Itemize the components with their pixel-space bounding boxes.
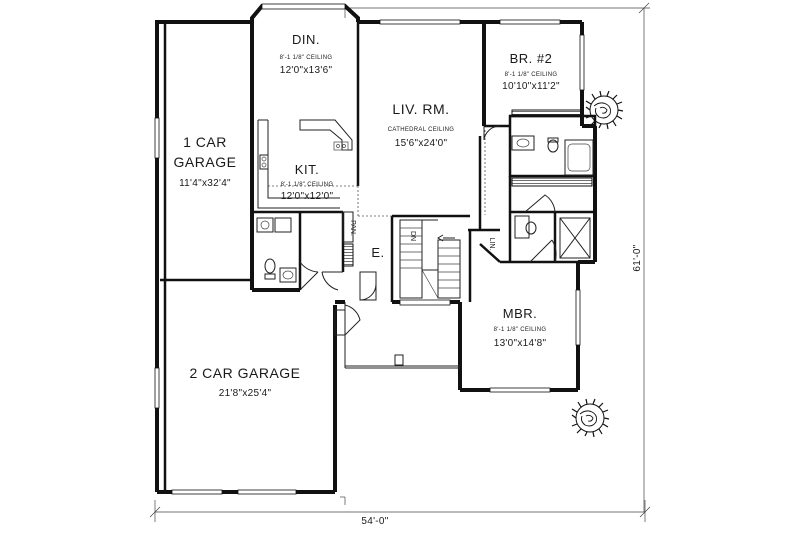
garage2-label: 2 CAR GARAGE [189,365,300,381]
bedroom2-label: BR. #2 [510,51,553,66]
master-bedroom-label: MBR. [503,306,538,321]
tree-icon-1 [585,90,624,130]
living-size: 15'6"x24'0" [395,138,448,149]
tree-icon-2 [571,398,610,438]
interior-walls [252,22,597,302]
master-bedroom-ceiling: 8'-1 1/8" CEILING [494,327,547,333]
pantry-label: PAN. [349,220,356,236]
dining-size: 12'0"x13'6" [280,65,333,76]
windows [261,3,585,393]
bedroom2-size: 10'10"x11'2" [502,81,560,92]
bedroom2-ceiling: 8'-1 1/8" CEILING [505,72,558,78]
kitchen-label: KIT. [295,162,319,177]
kitchen-counters [256,119,353,283]
stairs [399,219,461,299]
stair-down-label: DN [409,231,416,241]
pantry-area [299,211,377,336]
entry-label: E. [371,245,384,260]
width-dimension-label: 54'-0" [361,516,388,527]
dining-ceiling: 8'-1 1/8" CEILING [280,55,333,61]
depth-dimension-label: 61'-0" [632,244,643,271]
front-porch [344,302,460,369]
dining-label: DIN. [292,32,320,47]
living-ceiling: CATHEDRAL CEILING [388,127,454,133]
kitchen-size: 12'0"x12'0" [281,191,334,202]
garage2-size: 21'8"x25'4" [219,388,272,399]
garage1-label-line2: GARAGE [174,154,237,170]
room-labels: DIN. 8'-1 1/8" CEILING 12'0"x13'6" LIV. … [174,32,643,527]
dimension-lines [149,2,651,522]
living-label: LIV. RM. [392,101,449,117]
linen-label: LIN. [488,238,495,251]
garage-windows [154,22,297,495]
garage1-label-line1: 1 CAR [183,134,227,150]
bathroom-fixtures [511,109,594,263]
garage1-size: 11'4"x32'4" [179,178,231,189]
kitchen-ceiling: 8'-1 1/8" CEILING [281,182,334,188]
master-bedroom-size: 13'0"x14'8" [494,338,547,349]
